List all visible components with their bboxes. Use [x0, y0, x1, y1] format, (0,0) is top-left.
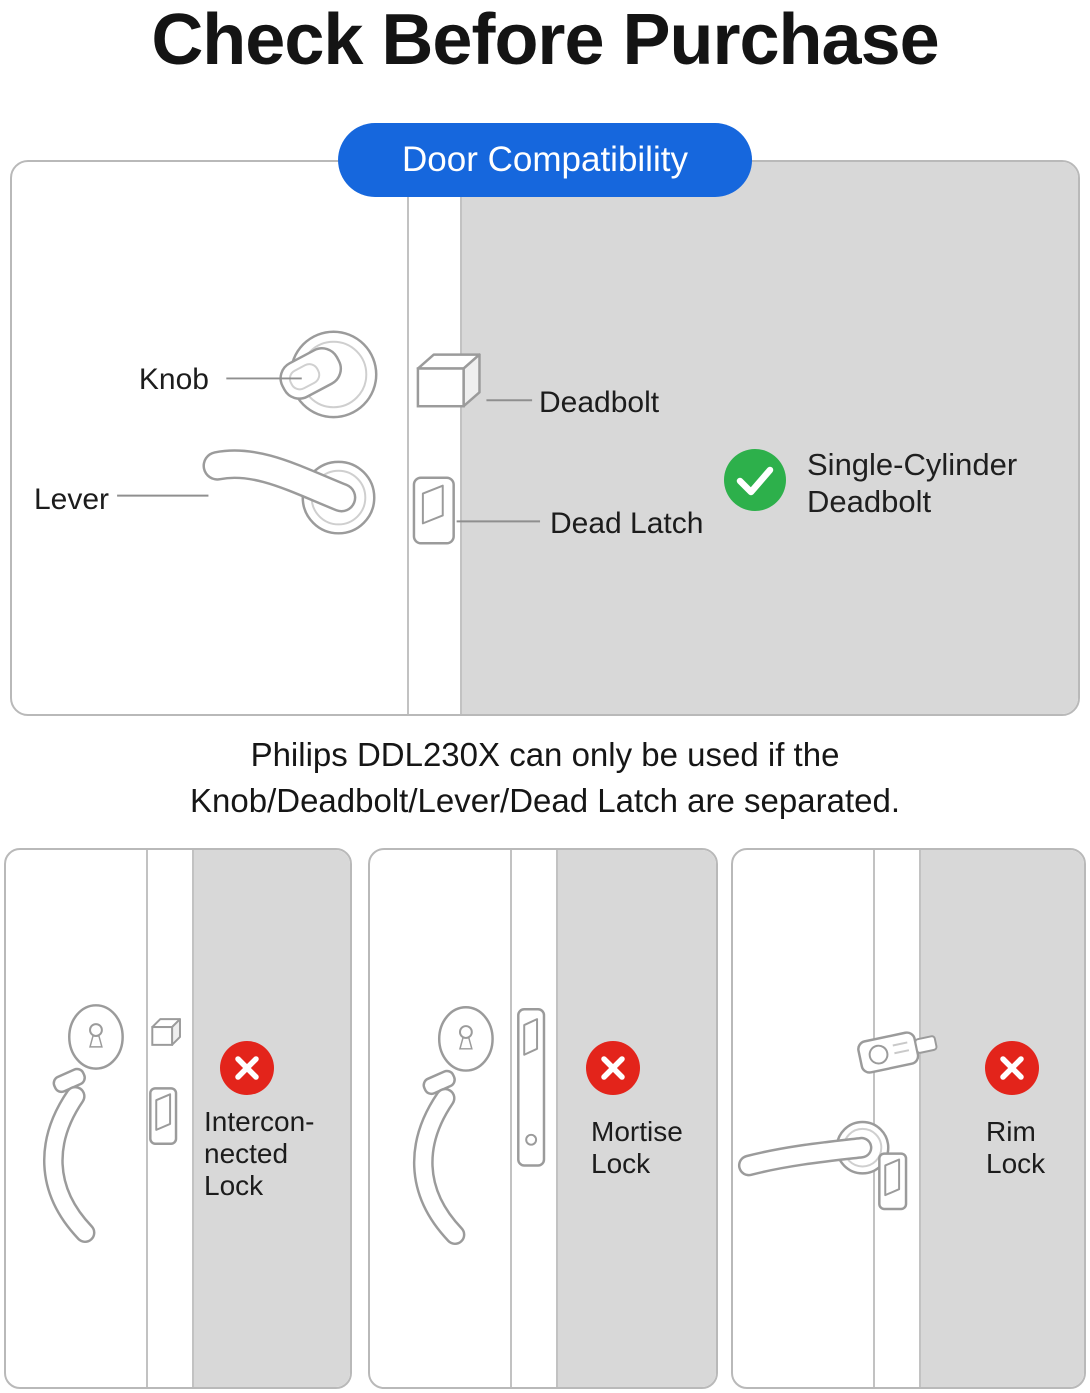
label-line: Mortise: [591, 1116, 683, 1147]
lever-drawing: [202, 449, 376, 535]
label-line: Rim: [986, 1116, 1036, 1147]
label-line: Intercon-: [204, 1106, 315, 1137]
deadbolt-drawing: [416, 353, 481, 408]
approved-line-1: Single-Cylinder: [807, 447, 1018, 482]
deadbolt-label: Deadbolt: [539, 386, 660, 419]
door-face: [462, 162, 1078, 714]
interconnected-lock-panel: Intercon- nected Lock: [4, 848, 352, 1389]
approved-line-2: Deadbolt: [807, 484, 932, 519]
rim-lock-label: Rim Lock: [986, 1116, 1045, 1180]
label-line: Lock: [204, 1170, 264, 1201]
lever-label: Lever: [34, 483, 110, 516]
cross-icon: [586, 1041, 640, 1095]
note-line-2: Knob/Deadbolt/Lever/Dead Latch are separ…: [190, 782, 900, 819]
dead-latch-drawing: [412, 476, 455, 545]
label-line: Lock: [591, 1148, 651, 1179]
label-line: Lock: [986, 1148, 1046, 1179]
interconnected-lock-label: Intercon- nected Lock: [204, 1106, 315, 1202]
mortise-lock-panel: Mortise Lock: [368, 848, 718, 1389]
cross-icon: [985, 1041, 1039, 1095]
cross-icon: [220, 1041, 274, 1095]
door-edge-strip: [873, 850, 921, 1387]
door-compatibility-panel: Knob Lever Deadbolt Dead Latch Single-Cy…: [10, 160, 1080, 716]
page-title: Check Before Purchase: [151, 0, 939, 80]
door-face: [558, 850, 716, 1387]
interconnected-lock-drawing: [43, 1004, 181, 1244]
compatibility-note: Philips DDL230X can only be used if the …: [0, 732, 1090, 824]
mortise-lock-drawing: [412, 1006, 546, 1246]
door-face: [194, 850, 350, 1387]
knob-label: Knob: [138, 363, 209, 396]
door-edge-strip: [407, 162, 462, 714]
note-line-1: Philips DDL230X can only be used if the: [250, 736, 840, 773]
rim-lock-panel: Rim Lock: [731, 848, 1086, 1389]
door-face: [921, 850, 1084, 1387]
door-compatibility-badge: Door Compatibility: [338, 123, 752, 197]
approved-lock-type-label: Single-Cylinder Deadbolt: [807, 446, 1017, 520]
label-line: nected: [204, 1138, 289, 1169]
knob-drawing: [279, 330, 378, 419]
dead-latch-label: Dead Latch: [550, 507, 704, 540]
check-icon: [724, 449, 786, 511]
door-hardware-illustration: [117, 330, 541, 545]
rim-lock-drawing: [737, 1031, 938, 1211]
mortise-lock-label: Mortise Lock: [591, 1116, 683, 1180]
